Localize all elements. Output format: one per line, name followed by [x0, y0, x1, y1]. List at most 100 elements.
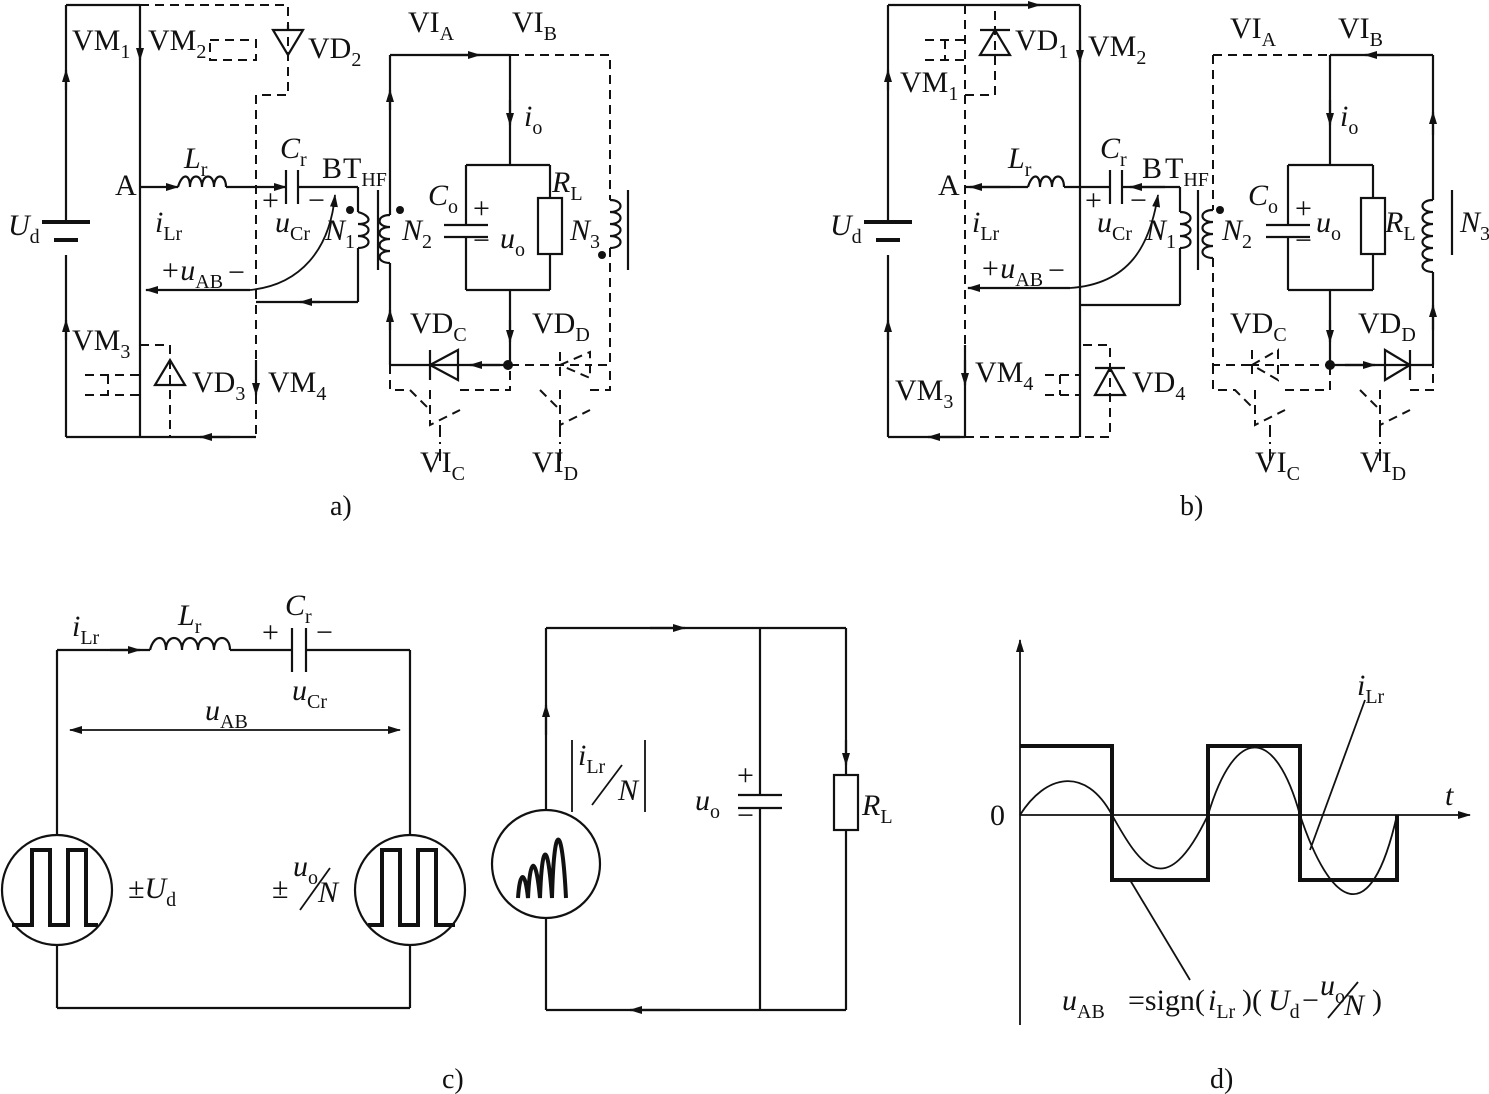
a-label-uab-sub: AB [195, 271, 223, 293]
a-label-Cr-main: C [280, 132, 301, 165]
b-secondary-N3 [1421, 198, 1434, 274]
a-label-vib-sub: B [544, 23, 557, 45]
b-inductor-Lr [1026, 175, 1066, 188]
b-vdc-diode [1249, 348, 1279, 382]
b-label-vic-sub: C [1287, 463, 1300, 485]
c-label-N-frac-main: N [317, 876, 340, 909]
b-label-vd4-sub: 4 [1175, 383, 1185, 405]
c-label-uo-frac-main: u [293, 850, 308, 883]
d-leader-formula [1129, 879, 1191, 981]
a-label-B-main: B [322, 152, 342, 185]
b-vd4-diode [1093, 365, 1127, 397]
a-label-Ud: Ud [8, 209, 40, 248]
a-label-vdc-main: VD [410, 307, 453, 340]
a-label-minus-cr: − [308, 184, 325, 217]
a-label-minus-co: − [473, 224, 490, 257]
b-label-vm1: VM1 [900, 66, 958, 105]
d-formula-end-main: ) [1372, 984, 1382, 1017]
b-label-B-main: B [1142, 152, 1162, 185]
c-label-pmUd-main: ±U [128, 872, 168, 905]
b-label-uo-main: u [1316, 206, 1331, 239]
a-secondary-N3 [609, 198, 622, 250]
a-label-RL-sub: L [570, 183, 582, 205]
b-label-uab-minus-main: − [1048, 254, 1065, 287]
a-label-uo-sub: o [515, 239, 525, 261]
b-label-Cr-main: C [1100, 132, 1121, 165]
a-vdd-diode [557, 350, 591, 380]
b-label-THF-sub: HF [1183, 169, 1209, 191]
c-label-plus-cap: + [737, 759, 754, 792]
c-label-iLr-main: i [72, 610, 80, 643]
d-formula-mid: )( [1242, 984, 1262, 1017]
b-secondary-N2 [1201, 208, 1214, 260]
a-label-vm3: VM3 [72, 324, 130, 363]
d-label-zero-main: 0 [990, 799, 1005, 832]
b-label-via: VIA [1230, 12, 1277, 51]
a-dot-N1 [346, 206, 354, 214]
b-label-vm4-main: VM [975, 356, 1023, 389]
d-formula-i-sub: Lr [1216, 1001, 1235, 1023]
d-caption: d) [1210, 1064, 1233, 1094]
d-formula-eq: =sign( [1128, 984, 1205, 1017]
a-label-RL: RL [551, 166, 583, 205]
b-label-N2: N2 [1221, 214, 1252, 253]
a-label-RL-main: R [551, 166, 570, 199]
c-label-iLr-sub: Lr [80, 627, 99, 649]
d-formula-i-main: i [1208, 984, 1216, 1017]
c-label-uo-frac: uo [293, 850, 318, 889]
c-label-uCr: uCr [292, 674, 327, 713]
d-label-iLr-sub: Lr [1365, 686, 1384, 708]
a-label-Co-sub: o [448, 196, 458, 218]
a-label-uCr: uCr [275, 206, 310, 245]
a-label-Co-main: C [428, 179, 449, 212]
d-formula-U: Ud [1268, 984, 1300, 1023]
b-label-vdc-sub: C [1273, 324, 1286, 346]
d-formula-end: ) [1372, 984, 1382, 1017]
b-label-Lr-sub: r [1025, 159, 1032, 181]
b-label-N2-main: N [1221, 214, 1244, 247]
b-label-vm3-main: VM [895, 374, 943, 407]
c-label-uo-cap-sub: o [710, 801, 720, 823]
b-label-B: B [1142, 152, 1162, 185]
b-rl-body [1359, 196, 1387, 256]
c-inductor-Lr [148, 636, 232, 651]
b-label-vid: VID [1360, 446, 1406, 485]
b-label-vdd-main: VD [1358, 307, 1401, 340]
b-label-io-main: i [1340, 100, 1348, 133]
b-label-N1-main: N [1145, 214, 1168, 247]
b-label-vm4-sub: 4 [1023, 373, 1033, 395]
b-label-Cr: Cr [1100, 132, 1127, 171]
c-label-plus-main: + [262, 616, 279, 649]
b-via-dashed [1212, 54, 1330, 210]
d-label-iLr: iLr [1357, 669, 1385, 708]
a-dot-N3 [598, 251, 606, 259]
a-vid-switch [539, 365, 611, 427]
a-vic-switch [389, 365, 511, 427]
c-label-pmUd: ±Ud [128, 872, 176, 911]
a-label-A-main: A [115, 169, 137, 202]
d-formula-N-main: N [1343, 989, 1366, 1022]
c-source-right [353, 833, 467, 947]
a-label-vid-main: VI [532, 446, 564, 479]
b-label-A-main: A [938, 169, 960, 202]
c-label-Lr-sub: r [195, 616, 202, 638]
c-label-uo-frac-sub: o [308, 867, 318, 889]
b-label-vib: VIB [1338, 12, 1383, 51]
a-label-io-main: i [524, 100, 532, 133]
d-formula-mid-main: )( [1242, 984, 1262, 1017]
c-label-RL-sub: L [880, 806, 892, 828]
d-formula-i: iLr [1208, 984, 1236, 1023]
a-label-vd3: VD3 [192, 366, 245, 405]
b-label-iLr: iLr [972, 206, 1000, 245]
a-label-vd2-sub: 2 [351, 49, 361, 71]
a-label-N3: N3 [569, 214, 600, 253]
a-label-iLr-sub: Lr [163, 223, 182, 245]
a-label-N1-sub: 1 [345, 231, 355, 253]
a-label-vid: VID [532, 446, 578, 485]
c-label-minus-cap-main: − [737, 799, 754, 832]
c-rl-body [832, 773, 860, 832]
b-primary-N1 [1179, 210, 1192, 250]
b-label-minus-co-main: − [1295, 224, 1312, 257]
b-label-N1-sub: 1 [1166, 231, 1176, 253]
